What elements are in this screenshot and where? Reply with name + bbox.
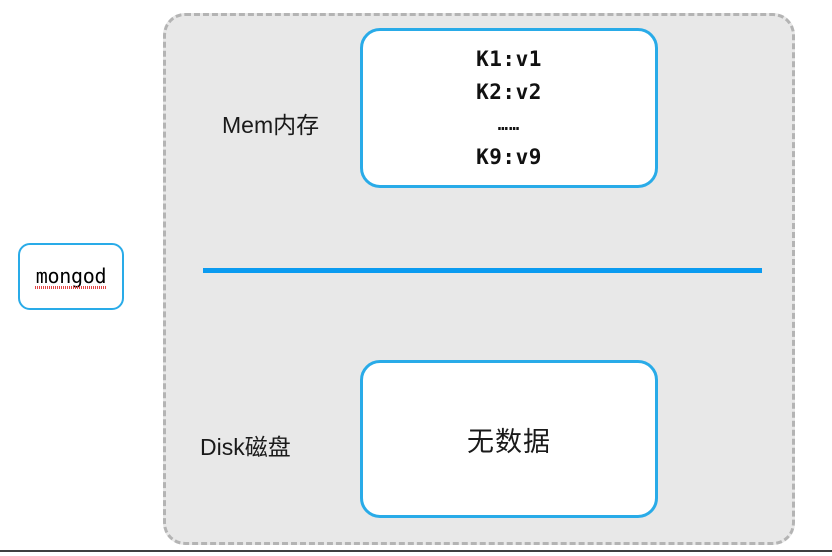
memory-entry-ellipsis: …… — [497, 114, 521, 135]
disk-section-label: Disk磁盘 — [200, 434, 291, 460]
memory-data-box: K1:v1 K2:v2 …… K9:v9 — [360, 28, 658, 188]
memory-entry: K9:v9 — [476, 144, 542, 169]
disk-data-box: 无数据 — [360, 360, 658, 518]
memory-entry: K1:v1 — [476, 46, 542, 71]
memory-section-label: Mem内存 — [222, 112, 320, 138]
mongod-process-box: mongod — [18, 243, 124, 310]
page-bottom-rule — [0, 550, 832, 552]
memory-disk-divider — [203, 268, 762, 273]
mongod-process-label: mongod — [34, 263, 108, 289]
disk-empty-text: 无数据 — [467, 426, 551, 458]
memory-entry: K2:v2 — [476, 79, 542, 104]
